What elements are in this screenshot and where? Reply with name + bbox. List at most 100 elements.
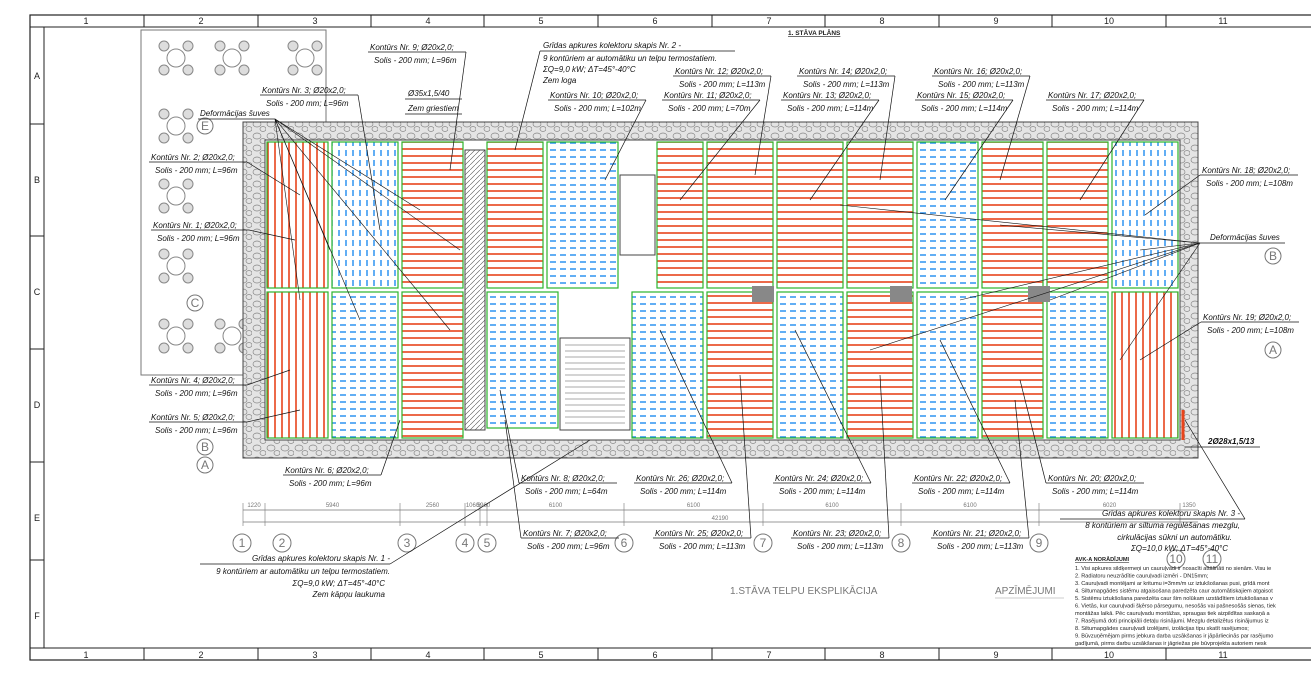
chair-icon: [182, 318, 194, 330]
contour-spec: Solis - 200 mm; L=113m: [803, 80, 890, 89]
contour-spec: Solis - 200 mm; L=102m: [554, 104, 641, 113]
explication-title: 1.STĀVA TELPU EKSPLIKĀCIJA: [730, 585, 878, 597]
contour-spec: Solis - 200 mm; L=96m: [155, 426, 238, 435]
contour-name: Kontūrs Nr. 17; Ø20x2,0;: [1048, 91, 1136, 100]
contour-spec: Solis - 200 mm; L=113m: [797, 542, 884, 551]
dimension-value: 6100: [963, 503, 977, 509]
row-label: D: [34, 400, 41, 410]
contour-labels: Kontūrs Nr. 1; Ø20x2,0; Solis - 200 mm; L…: [149, 43, 1299, 551]
collector-3-line: 8 kontūriem ar siltuma regulēšanas mezgl…: [1085, 521, 1240, 530]
contour-name: Kontūrs Nr. 26; Ø20x2,0;: [636, 474, 724, 483]
chair-icon: [311, 64, 323, 76]
axis-label: 4: [462, 536, 469, 550]
axis-label: A: [201, 458, 209, 472]
axis-bubble: [1264, 341, 1282, 359]
dimension-value: 1350: [1182, 503, 1196, 509]
deformation-joint-leader: [274, 118, 451, 331]
contour-label-7: Kontūrs Nr. 7; Ø20x2,0;Solis - 200 mm; L…: [521, 529, 619, 551]
column-label: 9: [993, 650, 998, 660]
note-item: gadījumā, pirms darbu uzsākšanas ir jāgr…: [1075, 641, 1267, 647]
contour-label-10: Kontūrs Nr. 10; Ø20x2,0;Solis - 200 mm; …: [548, 91, 646, 113]
contour-label-6: Kontūrs Nr. 6; Ø20x2,0;Solis - 200 mm; L…: [283, 466, 381, 488]
heating-zone: [656, 141, 704, 289]
leader-line: [1014, 399, 1030, 539]
contour-name: Kontūrs Nr. 8; Ø20x2,0;: [521, 474, 605, 483]
row-label: C: [34, 287, 41, 297]
axis-bubble: [397, 533, 417, 553]
heating-zone: [546, 141, 619, 289]
chair-icon: [158, 248, 170, 260]
collector-2-line: ΣQ=9,0 kW; ΔT=45°-40°C: [542, 65, 636, 74]
deformation-joint-leader: [1049, 242, 1201, 301]
note-item: 9. Būvzuņēmējam pirms jebkura darba uzsā…: [1075, 634, 1273, 640]
leader-line: [739, 374, 752, 539]
note-item: montāžas laikā. Pēc cauruļvadu montāžas,…: [1075, 611, 1271, 617]
heating-zone: [266, 291, 329, 439]
chair-icon: [214, 40, 226, 52]
row-label: E: [34, 513, 40, 523]
chair-icon: [182, 132, 194, 144]
dimension-value: 6020: [1103, 503, 1117, 509]
staircase: [559, 337, 631, 431]
row-label: B: [34, 175, 40, 185]
dimension-value: 5940: [326, 503, 340, 509]
contour-name: Kontūrs Nr. 7; Ø20x2,0;: [523, 529, 607, 538]
contour-label-9: Kontūrs Nr. 9; Ø20x2,0;Solis - 200 mm; L…: [368, 43, 466, 65]
contour-name: Kontūrs Nr. 11; Ø20x2,0;: [664, 91, 752, 100]
heating-notes: AVK-A NORĀDĪJUMI 1. Visi apkures sildķer…: [1075, 556, 1276, 647]
axis-label: 3: [404, 536, 411, 550]
contour-name: Kontūrs Nr. 19; Ø20x2,0;: [1203, 313, 1291, 322]
chair-icon: [214, 318, 226, 330]
collector-1-label: Grīdas apkures kolektoru skapis Nr. 1 - …: [200, 439, 591, 599]
leader-line: [504, 419, 522, 539]
chair-icon: [182, 108, 194, 120]
chair-icon: [182, 202, 194, 214]
deformation-joints-label-left: Deformācijas šuves: [200, 109, 270, 118]
contour-name: Kontūrs Nr. 1; Ø20x2,0;: [153, 221, 237, 230]
heating-zone: [981, 291, 1044, 439]
collector-1-line: ΣQ=9,0 kW; ΔT=45°-40°C: [291, 579, 385, 588]
deformation-joint-leader: [274, 118, 421, 211]
contour-name: Kontūrs Nr. 21; Ø20x2,0;: [933, 529, 1021, 538]
leader-line: [246, 369, 291, 386]
column-label: 10: [1104, 650, 1114, 660]
table-icon: [166, 186, 186, 206]
axis-bubble: [1166, 549, 1186, 569]
axis-label: B: [201, 440, 209, 454]
contour-spec: Solis - 200 mm; L=96m: [155, 166, 238, 175]
column: [1028, 286, 1050, 302]
leader-line: [679, 99, 761, 201]
contour-label-4: Kontūrs Nr. 4; Ø20x2,0;Solis - 200 mm; L…: [149, 376, 247, 398]
dimension-value: 2560: [426, 503, 440, 509]
chair-icon: [158, 202, 170, 214]
heating-zone: [846, 141, 914, 289]
collector-1-line: Grīdas apkures kolektoru skapis Nr. 1 -: [252, 554, 390, 563]
contour-label-15: Kontūrs Nr. 15; Ø20x2,0;Solis - 200 mm; …: [915, 91, 1013, 113]
contour-name: Kontūrs Nr. 6; Ø20x2,0;: [285, 466, 369, 475]
leader-line: [449, 51, 467, 171]
contour-name: Kontūrs Nr. 24; Ø20x2,0;: [775, 474, 863, 483]
contour-spec: Solis - 200 mm; L=114m: [918, 487, 1005, 496]
heating-zone: [1046, 291, 1109, 439]
chair-icon: [158, 342, 170, 354]
leader-line: [809, 99, 880, 201]
dimension-value: 1060: [466, 503, 480, 509]
leader-line: [604, 99, 647, 181]
collector-1-line: 9 kontūriem ar automātiku un telpu termo…: [216, 567, 390, 576]
contour-label-8: Kontūrs Nr. 8; Ø20x2,0;Solis - 200 mm; L…: [519, 474, 617, 496]
heated-floor-zones: [266, 141, 1179, 439]
chair-icon: [182, 272, 194, 284]
deformation-joint-leader: [959, 242, 1201, 301]
table-icon: [222, 326, 242, 346]
contour-spec: Solis - 200 mm; L=113m: [938, 80, 1025, 89]
contour-spec: Solis - 200 mm; L=113m: [659, 542, 746, 551]
chair-icon: [287, 64, 299, 76]
contour-label-3: Kontūrs Nr. 3; Ø20x2,0;Solis - 200 mm; L…: [260, 86, 358, 108]
chair-icon: [158, 318, 170, 330]
axis-bubble: [891, 533, 911, 553]
column-label: 7: [766, 16, 771, 26]
chair-icon: [158, 272, 170, 284]
dimension-value: 6100: [687, 503, 701, 509]
table-icon: [166, 116, 186, 136]
